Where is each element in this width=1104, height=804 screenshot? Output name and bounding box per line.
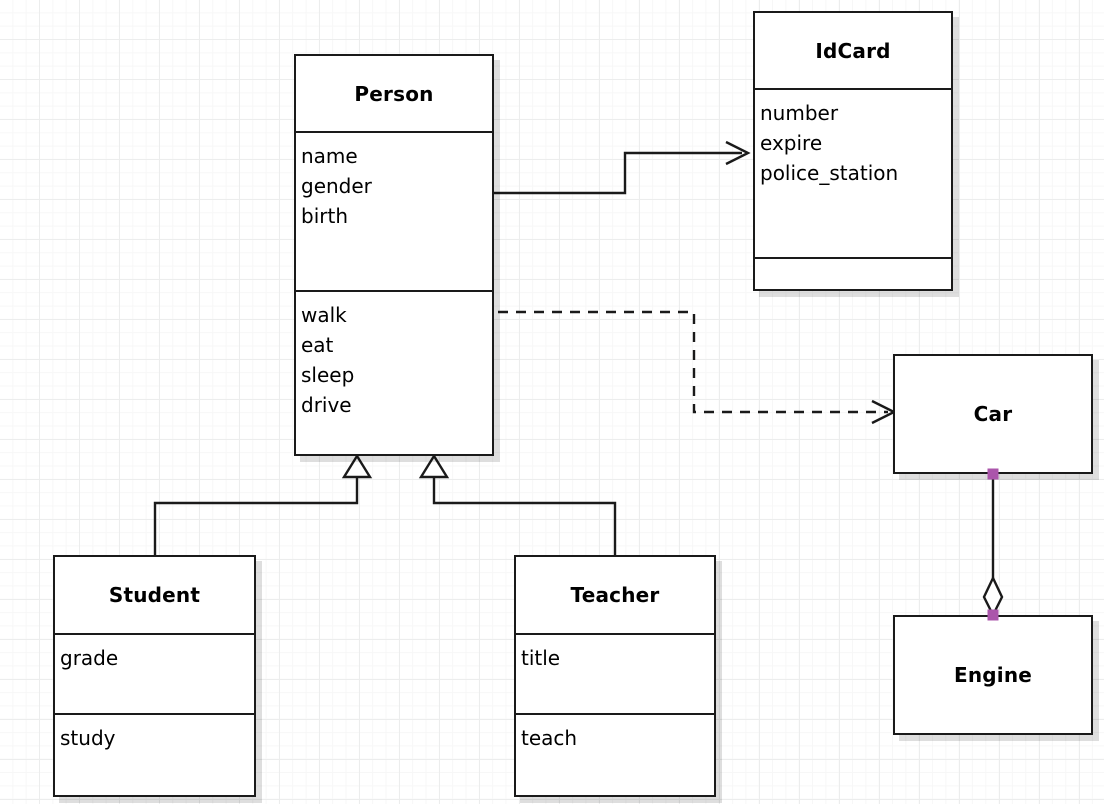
method-item: study bbox=[60, 726, 116, 750]
attribute-item: gender bbox=[301, 174, 372, 198]
class-box-teacher[interactable]: Teacher title teach bbox=[514, 555, 716, 797]
edge-handle-engine-end[interactable] bbox=[987, 609, 999, 621]
class-name-label: Student bbox=[108, 583, 201, 607]
class-name-label: Person bbox=[354, 81, 434, 106]
attribute-item: expire bbox=[760, 131, 823, 155]
class-methods-student: study bbox=[55, 713, 254, 795]
edge-student-person[interactable] bbox=[153, 453, 373, 556]
class-name-label: Car bbox=[973, 402, 1013, 426]
class-title-person: Person bbox=[296, 56, 492, 131]
class-title-car: Car bbox=[895, 356, 1091, 472]
method-item: sleep bbox=[301, 363, 355, 387]
class-box-engine[interactable]: Engine bbox=[893, 615, 1093, 735]
class-title-teacher: Teacher bbox=[516, 557, 714, 633]
class-box-idcard[interactable]: IdCard number expire police_station bbox=[753, 11, 953, 291]
class-attributes-teacher: title bbox=[516, 633, 714, 713]
attribute-item: name bbox=[301, 144, 358, 168]
edge-person-car[interactable] bbox=[498, 310, 897, 425]
class-box-car[interactable]: Car bbox=[893, 354, 1093, 474]
class-methods-idcard bbox=[755, 257, 951, 293]
attribute-item: birth bbox=[301, 204, 348, 228]
class-attributes-person: name gender birth bbox=[296, 131, 492, 290]
class-box-person[interactable]: Person name gender birth walk eat sleep … bbox=[294, 54, 494, 456]
method-item: drive bbox=[301, 393, 352, 417]
attribute-item: grade bbox=[60, 646, 119, 670]
attribute-item: title bbox=[521, 646, 561, 670]
edge-handle-car-end[interactable] bbox=[987, 468, 999, 480]
edge-person-idcard[interactable] bbox=[494, 140, 751, 195]
edge-teacher-person[interactable] bbox=[418, 453, 617, 556]
class-title-student: Student bbox=[55, 557, 254, 633]
class-title-idcard: IdCard bbox=[755, 13, 951, 88]
method-item: teach bbox=[521, 726, 578, 750]
class-methods-teacher: teach bbox=[516, 713, 714, 795]
class-attributes-student: grade bbox=[55, 633, 254, 713]
class-title-engine: Engine bbox=[895, 617, 1091, 733]
attribute-item: police_station bbox=[760, 161, 899, 185]
attribute-item: number bbox=[760, 101, 839, 125]
method-item: eat bbox=[301, 333, 334, 357]
class-name-label: IdCard bbox=[815, 38, 891, 63]
class-attributes-idcard: number expire police_station bbox=[755, 88, 951, 257]
class-name-label: Teacher bbox=[570, 583, 660, 607]
edge-car-engine[interactable] bbox=[982, 474, 1004, 618]
class-methods-person: walk eat sleep drive bbox=[296, 290, 492, 454]
class-box-student[interactable]: Student grade study bbox=[53, 555, 256, 797]
class-name-label: Engine bbox=[953, 663, 1033, 687]
method-item: walk bbox=[301, 303, 347, 327]
